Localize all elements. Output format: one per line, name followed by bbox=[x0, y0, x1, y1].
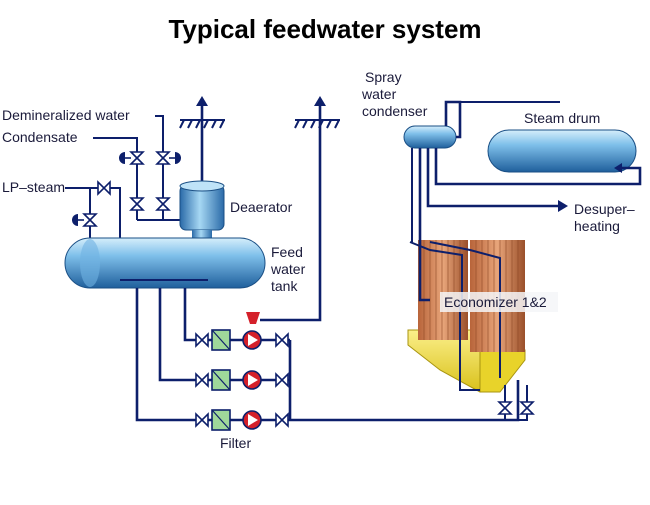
demineralized-water-label: Demineralized water bbox=[2, 107, 130, 123]
spray-water-condenser bbox=[403, 125, 457, 149]
spray-condenser-label-1: Spray bbox=[365, 69, 402, 85]
spray-condenser-label-2: water bbox=[361, 86, 397, 102]
deaerator-label: Deaerator bbox=[230, 199, 293, 215]
economizer-label-bg bbox=[440, 292, 558, 312]
deaerator bbox=[179, 180, 225, 242]
feed-water-tank-label-3: tank bbox=[271, 278, 298, 294]
feed-water-tank-label-1: Feed bbox=[271, 244, 303, 260]
steam-drum bbox=[487, 129, 637, 173]
pump-row-2 bbox=[195, 369, 289, 391]
valve-actuators bbox=[72, 152, 181, 226]
valves-inlet bbox=[82, 151, 171, 227]
ground-symbol-2 bbox=[294, 119, 340, 129]
feed-water-tank bbox=[64, 237, 266, 289]
desuperheating-label-1: Desuper– bbox=[574, 201, 635, 217]
economizer-label: Economizer 1&2 bbox=[444, 294, 547, 310]
economizer-valves bbox=[497, 385, 535, 421]
vent-pipes bbox=[196, 96, 326, 322]
filter-label: Filter bbox=[220, 435, 251, 451]
pump-row-1 bbox=[195, 312, 289, 351]
condensate-label: Condensate bbox=[2, 129, 78, 145]
drum-pipes bbox=[411, 100, 642, 302]
lp-steam-label: LP–steam bbox=[2, 179, 65, 195]
pump-row-3 bbox=[195, 409, 289, 431]
feed-water-tank-label-2: water bbox=[270, 261, 306, 277]
spray-condenser-label-3: condenser bbox=[362, 103, 428, 119]
economizer bbox=[407, 240, 526, 393]
page-title: Typical feedwater system bbox=[168, 14, 482, 44]
desuperheating-label-2: heating bbox=[574, 218, 620, 234]
steam-drum-label: Steam drum bbox=[524, 110, 600, 126]
